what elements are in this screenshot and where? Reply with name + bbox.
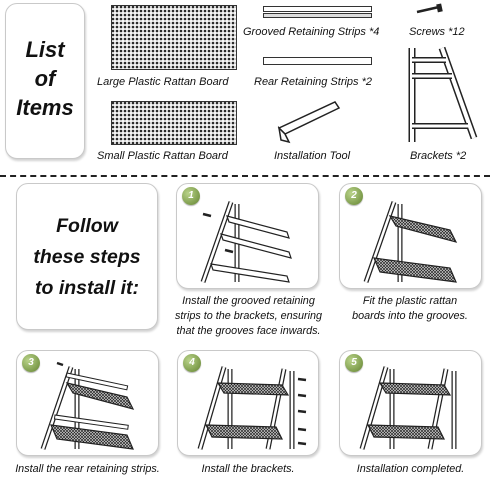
step-1-caption: Install the grooved retaining strips to …	[166, 294, 331, 339]
step-5-caption: Installation completed.	[339, 462, 482, 477]
instructions-line2: these steps	[17, 242, 157, 273]
step-1-illustration	[197, 194, 307, 286]
step-1-panel: 1	[176, 183, 319, 289]
step-5-panel: 5	[339, 350, 482, 456]
brackets-label: Brackets *2	[410, 150, 466, 162]
step-2-caption-line2: boards into the grooves.	[330, 309, 490, 324]
list-title-line1: List	[6, 35, 84, 64]
step-3-caption: Install the rear retaining strips.	[0, 462, 175, 477]
step-1-caption-line2: strips to the brackets, ensuring	[166, 309, 331, 324]
small-rattan-board-image	[111, 101, 237, 145]
large-board-label: Large Plastic Rattan Board	[97, 76, 228, 88]
installation-tool-image	[275, 100, 345, 145]
list-of-items-box: List of Items	[5, 3, 85, 159]
screw-icon	[415, 4, 445, 16]
step-1-caption-line1: Install the grooved retaining	[166, 294, 331, 309]
bracket-image	[400, 46, 480, 146]
step-4-illustration	[194, 359, 312, 453]
instructions-line3: to install it:	[17, 273, 157, 304]
instructions-title: Follow these steps to install it:	[17, 211, 157, 304]
rear-strips-image	[263, 57, 373, 67]
rear-strips-label: Rear Retaining Strips *2	[254, 76, 372, 88]
section-divider	[0, 175, 490, 177]
step-2-panel: 2	[339, 183, 482, 289]
tool-label: Installation Tool	[274, 150, 350, 162]
grooved-strips-image	[263, 6, 373, 20]
large-rattan-board-image	[111, 5, 237, 70]
small-board-label: Small Plastic Rattan Board	[97, 150, 228, 162]
step-2-caption-line1: Fit the plastic rattan	[330, 294, 490, 309]
step-5-illustration	[356, 359, 474, 453]
step-3-panel: 3	[16, 350, 159, 456]
grooved-strips-label: Grooved Retaining Strips *4	[243, 26, 379, 38]
list-title-line2: of	[6, 64, 84, 93]
instructions-line1: Follow	[17, 211, 157, 242]
screws-label: Screws *12	[409, 26, 465, 38]
step-3-illustration	[37, 359, 147, 453]
step-1-caption-line3: that the grooves face inwards.	[166, 324, 331, 339]
step-2-illustration	[360, 194, 470, 286]
step-4-caption: Install the brackets.	[177, 462, 319, 477]
step-4-panel: 4	[177, 350, 319, 456]
list-of-items-title: List of Items	[6, 35, 84, 122]
instructions-box: Follow these steps to install it:	[16, 183, 158, 330]
step-2-caption: Fit the plastic rattan boards into the g…	[330, 294, 490, 324]
list-title-line3: Items	[6, 93, 84, 122]
